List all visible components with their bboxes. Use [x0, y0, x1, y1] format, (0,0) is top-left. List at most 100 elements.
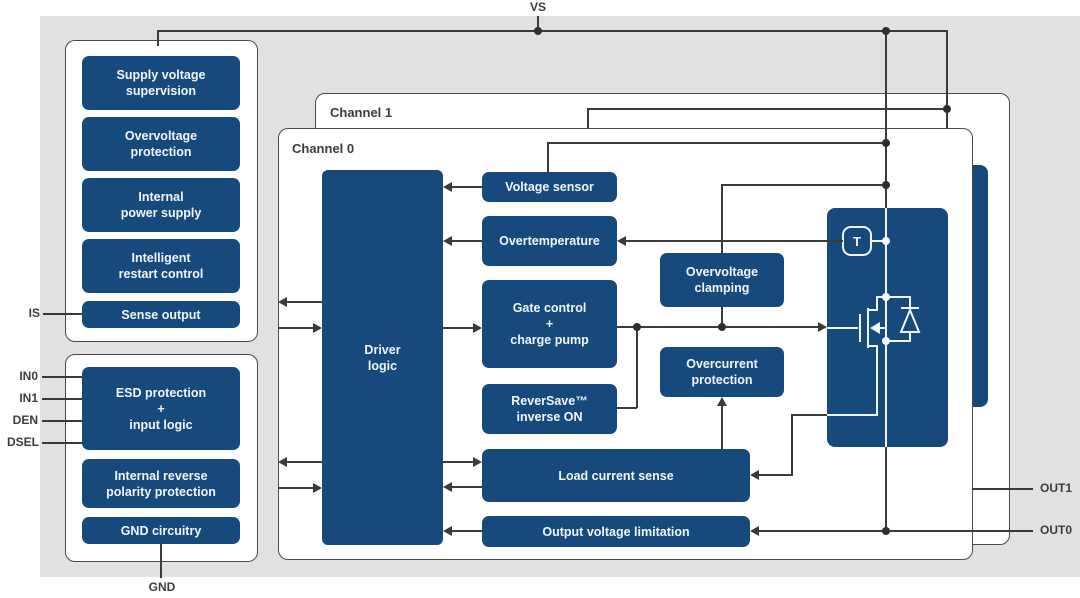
wire: [587, 108, 589, 128]
temp-sensor-label: T: [853, 234, 861, 249]
pin-out0: OUT0: [1040, 523, 1073, 537]
block-supply-voltage-supervision: Supply voltage supervision: [82, 56, 240, 110]
block-esd-input-logic: ESD protection + input logic: [82, 367, 240, 450]
channel0-label: Channel 0: [292, 141, 355, 156]
dsel-wire: [42, 442, 82, 444]
block-label: ReverSave™ inverse ON: [511, 394, 588, 424]
arrowhead: [750, 526, 759, 536]
arrowhead: [818, 322, 827, 332]
arrowhead: [443, 236, 452, 246]
wire: [721, 404, 723, 449]
junction-dot: [633, 323, 641, 331]
wire: [537, 16, 539, 31]
wire: [284, 301, 322, 303]
wire: [757, 474, 793, 476]
wire: [449, 186, 482, 188]
arrowhead: [617, 236, 626, 246]
block-gnd-circuitry: GND circuitry: [82, 517, 240, 544]
channel1-label: Channel 1: [330, 105, 393, 120]
pin-dsel: DSEL: [6, 435, 39, 449]
wire: [721, 307, 723, 327]
arrowhead: [278, 297, 287, 307]
pin-den: DEN: [12, 413, 38, 427]
block-overvoltage-clamping: Overvoltage clamping: [660, 253, 784, 307]
junction-dot: [718, 323, 726, 331]
den-wire: [42, 420, 82, 422]
wire: [547, 142, 549, 172]
junction-dot: [882, 139, 890, 147]
arrowhead: [750, 470, 759, 480]
out1-wire: [972, 488, 1033, 490]
arrowhead: [313, 323, 322, 333]
block-label: Voltage sensor: [505, 180, 594, 194]
wire: [284, 461, 322, 463]
arrowhead: [717, 397, 727, 406]
wire: [443, 327, 476, 329]
block-internal-reverse-polarity-protection: Internal reverse polarity protection: [82, 459, 240, 508]
wire: [885, 447, 887, 531]
block-label: Internal power supply: [120, 190, 202, 220]
pin-in1: IN1: [19, 391, 38, 405]
block-intelligent-restart-control: Intelligent restart control: [82, 239, 240, 293]
wire: [791, 414, 793, 475]
block-label: ESD protection + input logic: [115, 385, 207, 432]
pin-gnd: GND: [148, 580, 176, 594]
block-overtemperature: Overtemperature: [482, 216, 617, 266]
block-label: Output voltage limitation: [542, 524, 690, 539]
block-reversave-inverse-on: ReverSave™ inverse ON: [482, 384, 617, 434]
arrowhead: [473, 323, 482, 333]
is-wire: [43, 313, 82, 315]
wire: [449, 240, 482, 242]
block-load-current-sense: Load current sense: [482, 449, 750, 502]
wire: [625, 240, 843, 242]
wire: [946, 30, 948, 128]
block-gate-control-charge-pump: Gate control + charge pump: [482, 280, 617, 368]
wire: [547, 142, 885, 144]
block-voltage-sensor: Voltage sensor: [482, 172, 617, 202]
wire: [721, 184, 885, 186]
body-diode-icon: [899, 307, 921, 333]
vs-rail-wire: [157, 30, 948, 32]
wire: [721, 184, 723, 253]
block-label: GND circuitry: [120, 523, 202, 538]
block-sense-output: Sense output: [82, 301, 240, 328]
wire: [157, 30, 159, 46]
block-label: Supply voltage supervision: [116, 68, 206, 98]
wire: [617, 407, 637, 409]
arrowhead: [278, 457, 287, 467]
junction-dot: [882, 527, 890, 535]
block-overvoltage-protection: Overvoltage protection: [82, 117, 240, 171]
wire: [885, 30, 887, 208]
pin-vs: VS: [529, 0, 546, 14]
block-internal-power-supply: Internal power supply: [82, 178, 240, 232]
block-label: Gate control + charge pump: [510, 301, 589, 347]
wire: [449, 486, 482, 488]
wire: [792, 414, 827, 416]
wire: [636, 327, 638, 408]
block-label: Intelligent restart control: [118, 251, 204, 281]
pin-in0: IN0: [19, 369, 38, 383]
block-label: Sense output: [121, 307, 201, 322]
junction-dot: [882, 27, 890, 35]
junction-dot: [882, 181, 890, 189]
wire: [278, 487, 316, 489]
in0-wire: [42, 376, 82, 378]
block-output-voltage-limitation: Output voltage limitation: [482, 516, 750, 547]
gnd-wire: [160, 543, 162, 578]
arrowhead: [443, 182, 452, 192]
wire: [449, 530, 482, 532]
arrowhead: [443, 526, 452, 536]
mosfet-symbol: T: [827, 208, 921, 447]
out0-wire: [757, 530, 1033, 532]
block-label: Internal reverse polarity protection: [106, 468, 216, 499]
block-label: Load current sense: [558, 468, 674, 483]
in1-wire: [42, 398, 82, 400]
pin-is: IS: [28, 306, 40, 320]
wire: [443, 461, 476, 463]
arrowhead: [443, 482, 452, 492]
block-label: Overcurrent protection: [686, 357, 758, 387]
junction-dot: [534, 27, 542, 35]
power-stage-block: T: [827, 208, 948, 447]
junction-dot: [943, 105, 951, 113]
